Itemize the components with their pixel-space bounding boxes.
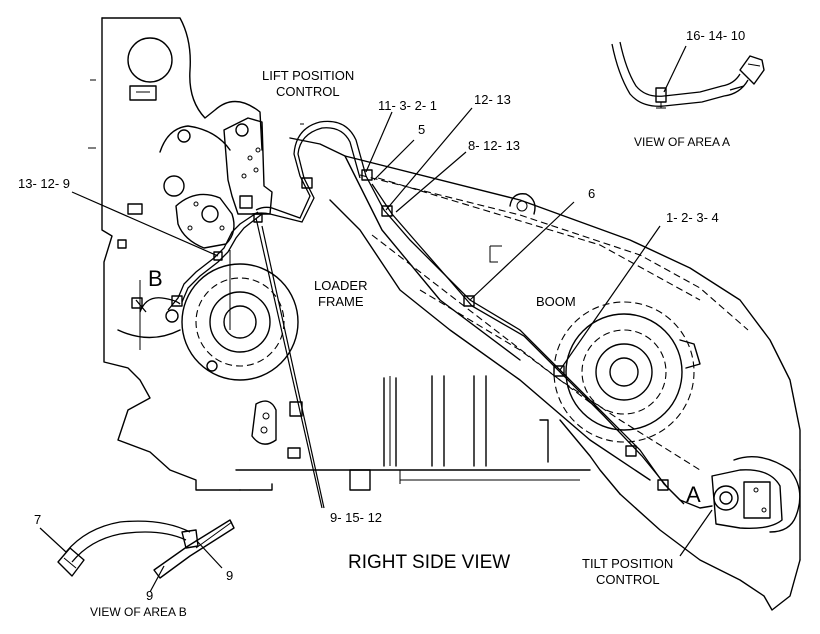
callout-9-15-12: 9- 15- 12 [330, 510, 382, 525]
callout-12-13: 12- 13 [474, 92, 511, 107]
lift-position-control-label-line2: CONTROL [276, 84, 340, 99]
callout-6: 6 [588, 186, 595, 201]
callout-7: 7 [34, 512, 41, 527]
inset-view-area-a [611, 41, 765, 109]
view-of-area-b-label: VIEW OF AREA B [90, 605, 187, 619]
loader-frame-outline [88, 17, 591, 491]
callout-8-12-13: 8- 12- 13 [468, 138, 520, 153]
callout-16-14-10: 16- 14- 10 [686, 28, 745, 43]
tilt-position-control [679, 456, 801, 533]
callout-9-left: 9 [146, 588, 153, 603]
boom-outline [289, 123, 801, 611]
tilt-position-control-label-line2: CONTROL [596, 572, 660, 587]
callout-13-12-9: 13- 12- 9 [18, 176, 70, 191]
harness-routing [131, 120, 685, 505]
leader-lines [39, 45, 713, 593]
callout-9-right: 9 [226, 568, 233, 583]
area-b-letter: B [148, 266, 163, 291]
view-of-area-a-label: VIEW OF AREA A [634, 135, 730, 149]
area-a-letter: A [686, 482, 701, 507]
right-side-view-title: RIGHT SIDE VIEW [348, 552, 510, 573]
loader-frame-label-line2: FRAME [318, 294, 364, 309]
lift-position-control-label-line1: LIFT POSITION [262, 68, 354, 83]
callout-1-2-3-4: 1- 2- 3- 4 [666, 210, 719, 225]
callout-5: 5 [418, 122, 425, 137]
tilt-position-control-label-line1: TILT POSITION [582, 556, 673, 571]
lift-position-control-bracket [223, 117, 273, 215]
boom-label: BOOM [536, 294, 576, 309]
inset-view-area-b [57, 519, 235, 579]
loader-frame-label-line1: LOADER [314, 278, 367, 293]
callout-11-3-2-1: 11- 3- 2- 1 [378, 98, 437, 113]
